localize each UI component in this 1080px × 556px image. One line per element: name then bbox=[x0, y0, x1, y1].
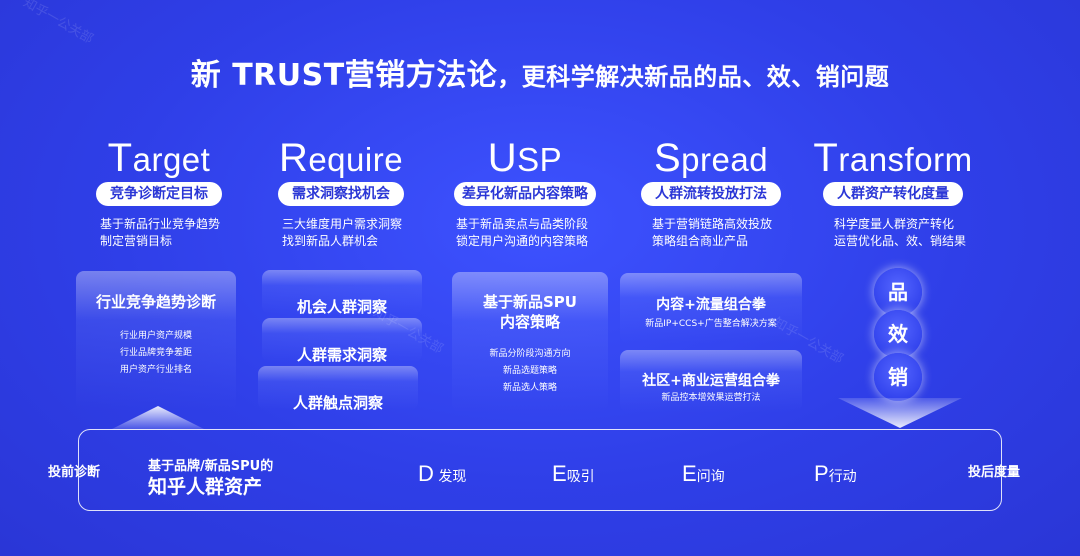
column-title: USP bbox=[487, 136, 563, 180]
spread-item-sub: 新品IP+CCS+广告整合解决方案 bbox=[645, 319, 777, 329]
column-tag: 竞争诊断定目标 bbox=[96, 182, 222, 206]
result-circle-xiao: 效 bbox=[874, 310, 922, 358]
require-item: 机会人群洞察 bbox=[296, 298, 387, 316]
column-spread: Spread 人群流转投放打法 基于营销链路高效投放策略组合商业产品 bbox=[626, 138, 796, 250]
target-panel bbox=[76, 271, 236, 411]
target-panel-items: 行业用户资产规模行业品牌竞争差距用户资产行业排名 bbox=[119, 331, 192, 375]
column-tag: 人群资产转化度量 bbox=[823, 182, 963, 206]
usp-panel bbox=[452, 272, 608, 412]
column-require: Require 需求洞察找机会 三大维度用户需求洞察找到新品人群机会 bbox=[256, 138, 426, 250]
stage-attract: E吸引 bbox=[552, 461, 595, 486]
up-arrow-icon bbox=[110, 406, 206, 430]
watermark: 知乎一公关部 bbox=[20, 0, 96, 48]
spread-panel-box bbox=[620, 350, 802, 412]
column-desc: 三大维度用户需求洞察找到新品人群机会 bbox=[282, 217, 403, 248]
down-arrow-icon bbox=[838, 398, 962, 428]
result-circle-xiao2: 销 bbox=[874, 353, 922, 401]
pre-diagnosis-label: 投前诊断 bbox=[48, 465, 101, 480]
column-title: Require bbox=[278, 136, 404, 180]
usp-panel-items: 新品分阶段沟通方向新品选题策略新品选人策略 bbox=[489, 349, 571, 393]
require-item: 人群需求洞察 bbox=[296, 346, 387, 364]
asset-flow-box bbox=[78, 429, 1002, 511]
page-title: 新 TRUST营销方法论，更科学解决新品的品、效、销问题 bbox=[190, 58, 890, 93]
asset-caption: 基于品牌/新品SPU的 bbox=[148, 459, 274, 474]
column-title: Spread bbox=[653, 136, 769, 180]
column-desc: 基于新品卖点与品类阶段锁定用户沟通的内容策略 bbox=[456, 217, 589, 248]
spread-item-sub: 新品控本增效果运营打法 bbox=[661, 393, 761, 403]
require-panel-box bbox=[262, 318, 422, 362]
target-panel-label: 行业竞争趋势诊断 bbox=[95, 293, 216, 311]
column-usp: USP 差异化新品内容策略 基于新品卖点与品类阶段锁定用户沟通的内容策略 bbox=[440, 138, 610, 250]
asset-title: 知乎人群资产 bbox=[148, 476, 263, 498]
column-title: Target bbox=[107, 136, 211, 180]
column-title: Transform bbox=[813, 136, 973, 180]
require-item: 人群触点洞察 bbox=[292, 394, 383, 412]
column-desc: 科学度量人群资产转化运营优化品、效、销结果 bbox=[834, 217, 967, 248]
require-panel-box bbox=[262, 270, 422, 314]
column-desc: 基于营销链路高效投放策略组合商业产品 bbox=[652, 217, 773, 248]
require-panel-box bbox=[258, 366, 418, 410]
stage-discover: D 发现 bbox=[418, 461, 467, 486]
spread-item: 内容+流量组合拳 bbox=[656, 297, 766, 313]
column-transform: Transform 人群资产转化度量 科学度量人群资产转化运营优化品、效、销结果 bbox=[808, 138, 978, 250]
stage-action: P行动 bbox=[814, 461, 857, 486]
result-circle-pin: 品 bbox=[874, 268, 922, 316]
column-target: Target 竞争诊断定目标 基于新品行业竞争趋势制定营销目标 bbox=[74, 138, 244, 250]
stage-inquire: E问询 bbox=[682, 461, 725, 486]
spread-panel-box bbox=[620, 273, 802, 343]
column-tag: 差异化新品内容策略 bbox=[454, 182, 596, 206]
column-tag: 人群流转投放打法 bbox=[641, 182, 781, 206]
post-measurement-label: 投后度量 bbox=[968, 465, 1021, 480]
column-tag: 需求洞察找机会 bbox=[278, 182, 404, 206]
column-desc: 基于新品行业竞争趋势制定营销目标 bbox=[100, 217, 221, 248]
spread-item: 社区+商业运营组合拳 bbox=[642, 373, 780, 389]
